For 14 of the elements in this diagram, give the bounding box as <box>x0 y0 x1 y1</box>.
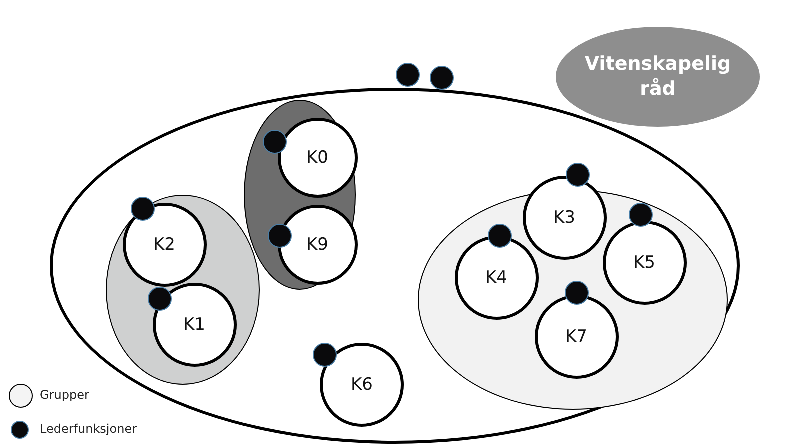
node-label: K0 <box>306 148 328 168</box>
node-label: K3 <box>554 208 576 228</box>
node-label: K1 <box>184 314 206 334</box>
node-label: K9 <box>306 234 328 254</box>
circle-node <box>522 176 606 260</box>
circle-node <box>152 282 236 366</box>
legend-label: Lederfunksjoner <box>40 422 138 436</box>
node-label: K5 <box>634 252 656 272</box>
legend-label: Grupper <box>40 388 90 402</box>
node-label: K6 <box>351 375 373 395</box>
node-label: Vitenskapelig råd <box>584 52 732 102</box>
node-label: K2 <box>154 234 176 254</box>
node-label: K7 <box>566 326 588 346</box>
node-label: K4 <box>486 268 508 288</box>
